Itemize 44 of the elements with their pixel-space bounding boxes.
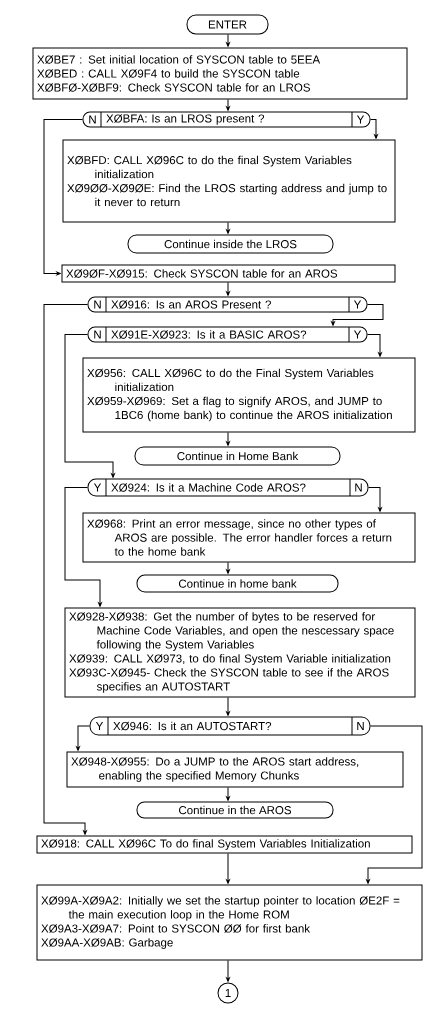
arrow (331, 304, 384, 326)
arrow (226, 853, 230, 884)
process-box: XØBFD: CALL XØ96C to do the final System Variables initialization XØ9ØØ-XØ9ØE: Find the LROS starting address and jump to it never to return (62, 139, 396, 223)
branch-label: N (355, 483, 362, 492)
branch-label: Y (356, 115, 365, 124)
branch-label: Y (95, 722, 104, 730)
branch-label: Y (353, 300, 362, 309)
arrow (43, 304, 88, 835)
arrow (43, 119, 83, 276)
arrow (226, 222, 230, 234)
terminal-box: Continue inside the LROS (127, 234, 334, 254)
arrow (226, 34, 230, 47)
arrow (76, 725, 90, 751)
arrow (226, 99, 230, 111)
process-box: XØBE7 : Set initial location of SYSCON table to 5EEA XØBED : CALL XØ9F4 to build the SYSCON table XØBFØ-XØBF9: Check SYSCON table for an LROS (32, 47, 408, 100)
terminal-box: ENTER (186, 14, 269, 35)
process-box: XØ948-XØ955: Do a JUMP to the AROS start address, enabling the specified Memory Chunks (66, 751, 404, 788)
terminal-box: Continue in the AROS (136, 801, 334, 819)
terminal-box: Continue in Home Bank (134, 446, 341, 466)
branch-label: Y (353, 330, 362, 339)
arrow (366, 725, 423, 884)
arrow (226, 562, 230, 574)
branch-label: Y (93, 483, 102, 492)
arrow (368, 487, 382, 512)
arrow (64, 487, 102, 607)
process-box: XØ956: CALL XØ96C to do the Final System Variables initialization XØ959-XØ969: Set a flag to signify AROS, and JUMP to 1BC6 (home bank) to continue the AROS initialization (82, 357, 416, 433)
terminal-box: Continue in home bank (136, 574, 339, 593)
branch-label: N (94, 330, 101, 339)
process-box: XØ99A-XØ9A2: Initially we set the startup pointer to location ØE2F = the main execution loop in the Home ROM XØ9A3-XØ9A7: Point to SYSCON ØØ for first bank XØ9AA-XØ9AB: Garbage (36, 884, 423, 961)
branch-label: N (94, 300, 101, 309)
process-box: XØ918: CALL XØ96C To do final System Variables Initialization (36, 835, 413, 854)
arrow (64, 334, 115, 478)
process-box: XØ968: Print an error message, since no other types of AROS are possible. The error handler forces a return to the home bank (82, 512, 416, 563)
arrow (226, 282, 230, 296)
process-box: XØ9ØF-XØ915: Check SYSCON table for an AROS (61, 264, 396, 283)
arrow (226, 787, 230, 801)
arrow (370, 119, 378, 139)
arrow (367, 334, 382, 357)
branch-label: N (89, 115, 96, 124)
arrow (226, 697, 230, 716)
arrow (226, 960, 230, 982)
process-box: XØ928-XØ938: Get the number of bytes to be reserved for Machine Code Variables, and open the nescessary space following the System Variables XØ939: CALL XØ973, to do final System Variable initialization XØ93C-XØ945- Check the SYSCON table to see if the AROS specifies an AUTOSTART (64, 607, 416, 698)
arrow (226, 432, 230, 446)
branch-label: N (357, 722, 364, 730)
